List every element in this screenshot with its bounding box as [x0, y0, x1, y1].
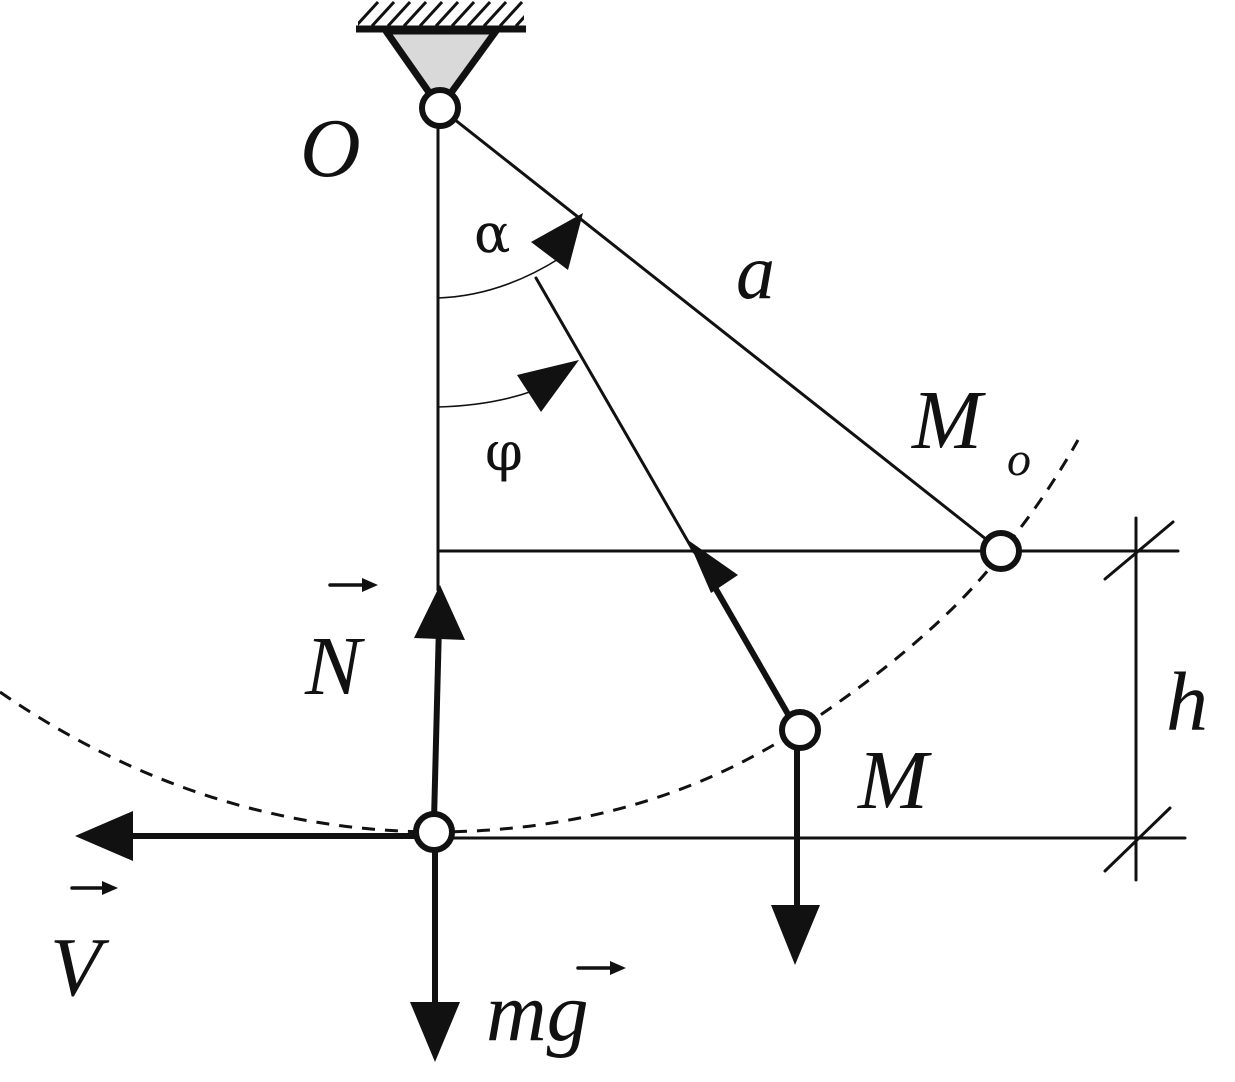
label-height-h: h	[1166, 656, 1208, 749]
label-phi: φ	[485, 420, 523, 483]
label-gravity-mg: mg	[486, 966, 589, 1059]
reaction-arrow-head	[688, 540, 738, 593]
rod-to-mo	[438, 106, 1003, 553]
reaction-arrow-shaft	[703, 569, 799, 731]
normal-force-head	[414, 585, 465, 640]
velocity-head	[75, 811, 133, 861]
point-o	[419, 87, 461, 129]
gravity-head-bottom	[410, 1002, 460, 1062]
point-m	[779, 709, 821, 751]
vector-marker-n	[328, 578, 378, 592]
label-initial-point-sub: o	[1007, 433, 1031, 486]
vector-marker-v	[70, 881, 118, 895]
support-triangle	[382, 27, 500, 112]
label-point-m: M	[857, 734, 932, 827]
vector-marker-g	[576, 961, 626, 975]
rod-to-m-thin	[534, 276, 696, 554]
height-dimension	[1103, 516, 1175, 882]
label-initial-point: M	[911, 374, 986, 467]
trajectory-arc	[0, 439, 1080, 834]
alpha-angle-arc	[437, 257, 561, 299]
point-bottom	[413, 811, 455, 853]
gravity-head-m	[771, 905, 820, 965]
label-normal-n: N	[304, 620, 365, 713]
label-alpha: α	[474, 202, 510, 265]
label-length-a: a	[736, 228, 775, 315]
normal-force-shaft	[431, 622, 442, 823]
point-mo	[980, 530, 1022, 572]
phi-arrow-head	[517, 360, 579, 412]
fixed-support	[356, 0, 526, 112]
label-pivot-o: O	[300, 102, 361, 195]
alpha-arrow-head	[531, 213, 583, 270]
label-velocity-v: V	[50, 921, 110, 1014]
ground-hatching	[358, 0, 524, 26]
